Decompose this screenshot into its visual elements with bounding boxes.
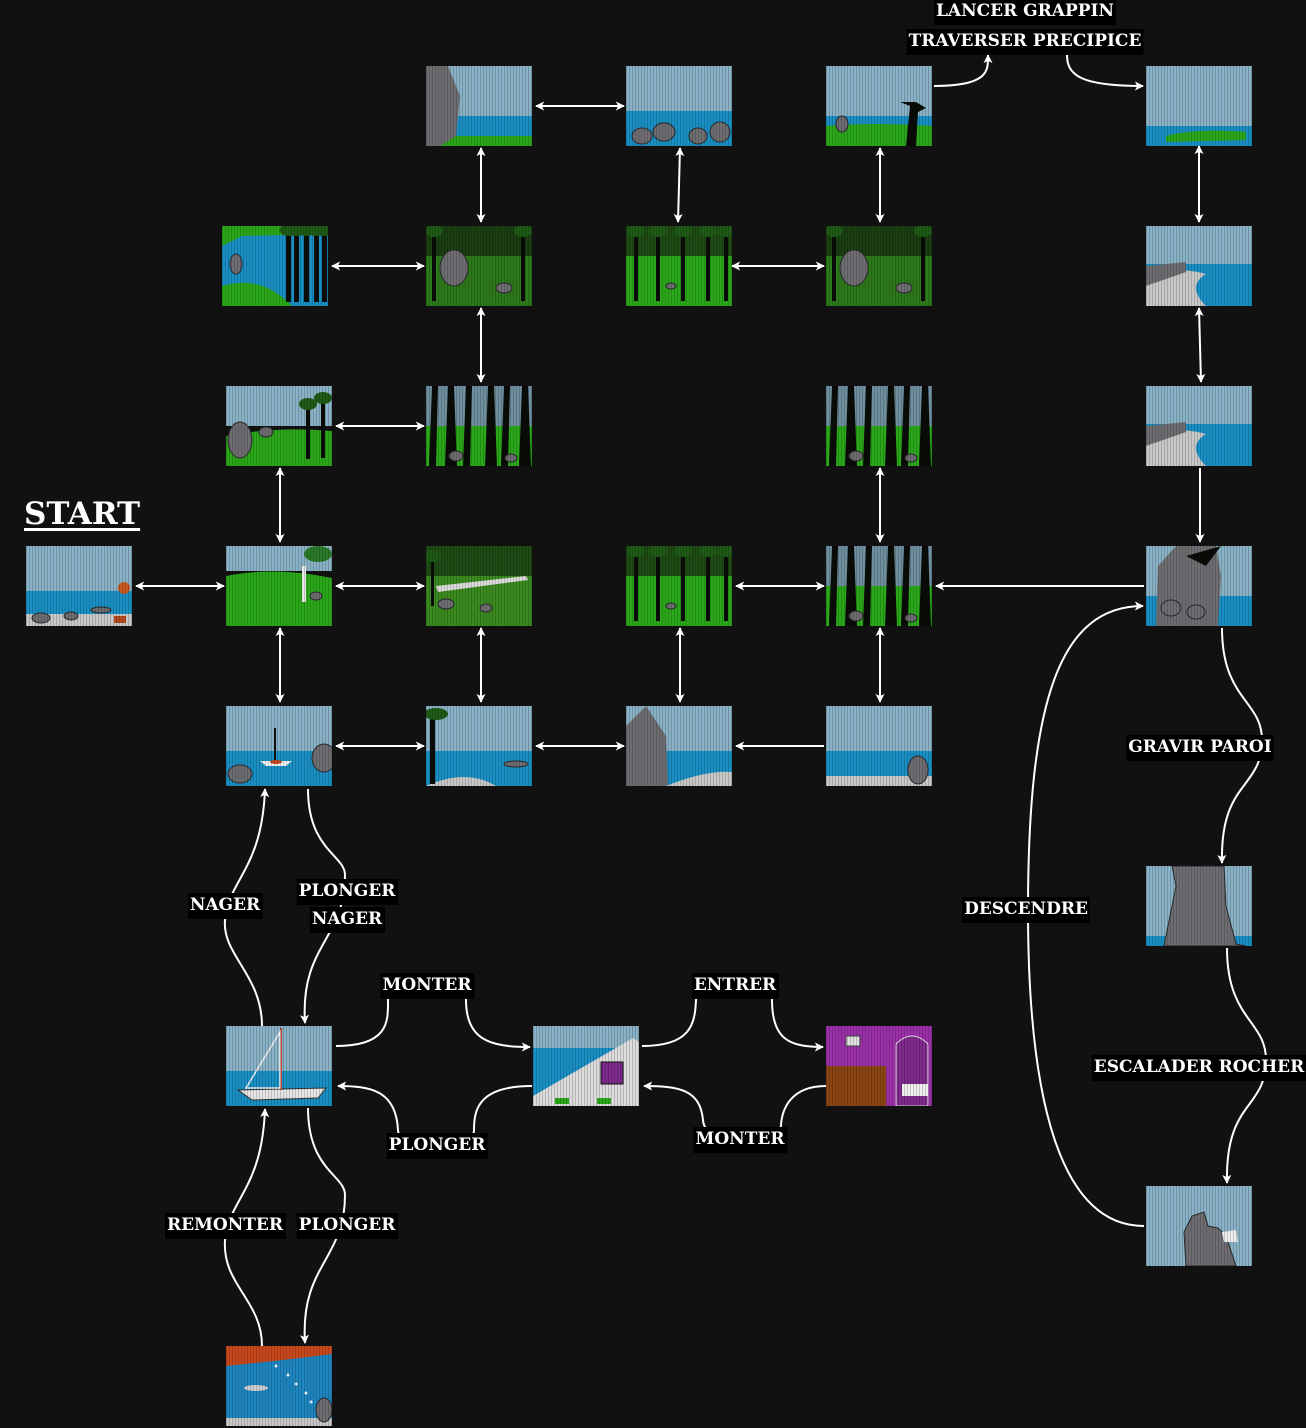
scene-rock-cove[interactable] xyxy=(626,706,732,786)
scene-boat-deck[interactable] xyxy=(533,1026,639,1106)
label-descendre: DESCENDRE xyxy=(962,897,1090,923)
scene-forest-east[interactable] xyxy=(626,545,735,626)
scene-forest-grove[interactable] xyxy=(626,225,735,306)
scene-sailboat[interactable] xyxy=(226,1026,332,1106)
scene-open-sea[interactable] xyxy=(826,706,932,786)
edge-nager-up xyxy=(223,788,270,1027)
label-entrer: ENTRER xyxy=(691,973,780,999)
scene-cliff-base[interactable] xyxy=(1146,546,1252,626)
label-lancer: LANCER GRAPPIN xyxy=(933,0,1117,25)
bay-overlook-link xyxy=(1194,307,1206,383)
scene-forest-junction[interactable] xyxy=(826,546,932,626)
label-nager-text: NAGER xyxy=(190,895,261,915)
scene-forest-rocks[interactable] xyxy=(825,225,932,306)
scene-boat-anchor[interactable] xyxy=(226,706,336,786)
scene-meadow-tree[interactable] xyxy=(226,546,332,626)
label-escalader-text: ESCALADER ROCHER xyxy=(1094,1057,1305,1077)
edge-plonger-down xyxy=(299,788,347,1024)
scene-nodes xyxy=(26,66,1252,1426)
scene-forest-clearing[interactable] xyxy=(424,546,533,626)
label-traverser: TRAVERSER PRECIPICE xyxy=(906,29,1144,55)
edge-traverser xyxy=(1066,54,1144,91)
scene-ocean-view[interactable] xyxy=(626,66,732,146)
scene-cliff-edge[interactable] xyxy=(826,66,932,146)
label-monter-2: MONTER xyxy=(693,1127,788,1153)
label-monter-1-text: MONTER xyxy=(383,975,473,995)
edge-plonger-seabed xyxy=(299,1107,347,1344)
ocean-grove xyxy=(673,147,685,223)
scene-cabin[interactable] xyxy=(826,1026,932,1106)
label-descendre-text: DESCENDRE xyxy=(964,899,1088,919)
scene-dark-forest[interactable] xyxy=(826,386,932,466)
label-monter-1: MONTER xyxy=(380,973,475,999)
label-remonter-text: REMONTER xyxy=(167,1215,284,1235)
scene-forest-path[interactable] xyxy=(426,386,532,466)
label-plonger-3-text: PLONGER xyxy=(299,1215,397,1235)
scene-bay-view[interactable] xyxy=(1146,226,1252,306)
label-plonger-1: PLONGER xyxy=(296,879,399,905)
label-gravir-text: GRAVIR PAROI xyxy=(1128,737,1271,757)
scene-seabed[interactable] xyxy=(226,1346,332,1426)
scene-cliff-wall[interactable] xyxy=(1146,866,1252,946)
label-traverser-text: TRAVERSER PRECIPICE xyxy=(909,31,1142,51)
label-plonger-2-text: PLONGER xyxy=(389,1135,487,1155)
label-escalader: ESCALADER ROCHER xyxy=(1091,1055,1306,1081)
scene-shore-palm[interactable] xyxy=(424,706,532,786)
scene-forest-boulder[interactable] xyxy=(425,225,532,306)
scene-rock-summit[interactable] xyxy=(1146,1186,1252,1266)
label-plonger-1-text: PLONGER xyxy=(299,881,397,901)
label-lancer-text: LANCER GRAPPIN xyxy=(936,1,1114,21)
scene-lagoon-view[interactable] xyxy=(222,224,334,306)
scene-far-cliff[interactable] xyxy=(1146,66,1252,146)
scene-rocky-meadow[interactable] xyxy=(226,386,332,466)
scene-bay-overlook[interactable] xyxy=(1146,386,1252,466)
label-nager-2-text: NAGER xyxy=(312,909,383,929)
label-plonger-3: PLONGER xyxy=(296,1213,399,1239)
scene-rocky-point[interactable] xyxy=(426,66,532,146)
start-label: START xyxy=(24,496,141,532)
scene-start-beach[interactable] xyxy=(26,546,132,626)
edge-labels: LANCER GRAPPIN TRAVERSER PRECIPICE GRAVIR … xyxy=(165,0,1306,1239)
edge-lancer xyxy=(933,54,993,87)
label-nager-2: NAGER xyxy=(309,907,386,933)
label-remonter: REMONTER xyxy=(165,1213,286,1239)
label-plonger-2: PLONGER xyxy=(386,1133,489,1159)
edge-remonter xyxy=(223,1108,270,1347)
label-nager: NAGER xyxy=(187,893,264,919)
label-gravir: GRAVIR PAROI xyxy=(1126,735,1274,761)
label-entrer-text: ENTRER xyxy=(694,975,777,995)
label-monter-2-text: MONTER xyxy=(696,1129,786,1149)
